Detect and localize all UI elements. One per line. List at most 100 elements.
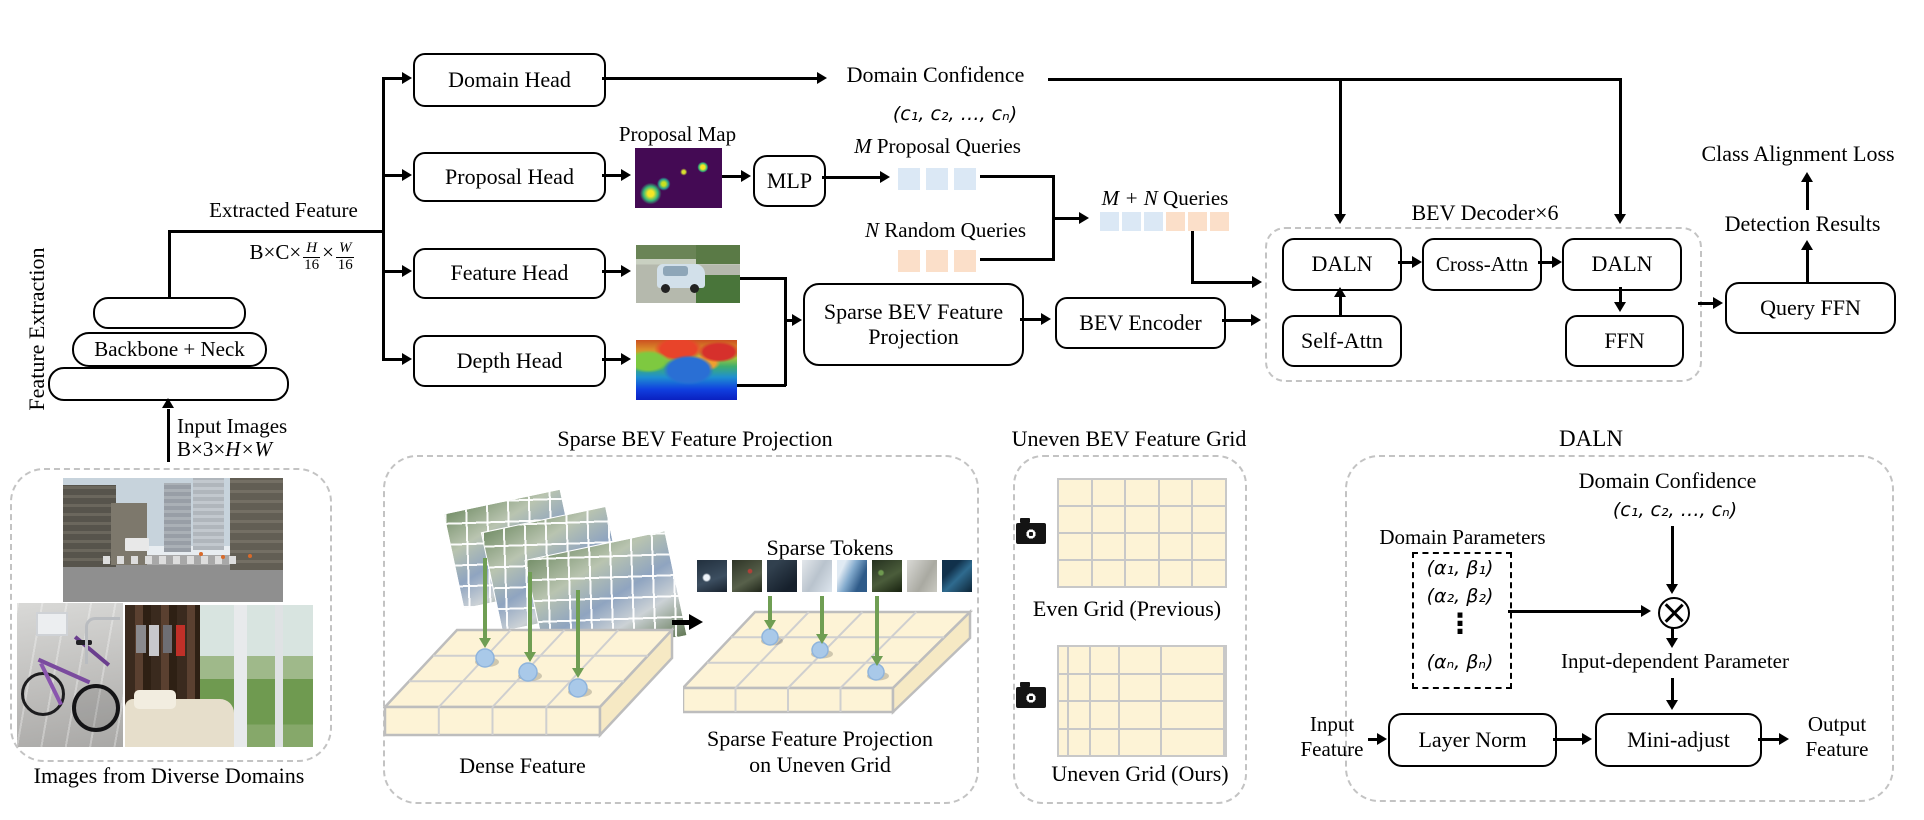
- mlp-box: MLP: [753, 155, 826, 207]
- grid-cell: [1059, 729, 1067, 755]
- layernorm-to-miniadjust-arrow: [1582, 733, 1592, 745]
- bev-encoder-label: BEV Encoder: [1079, 309, 1202, 335]
- mn-rest: Queries: [1157, 186, 1229, 210]
- depth-head-label: Depth Head: [456, 347, 563, 373]
- grid-cell: [1069, 647, 1089, 673]
- input-arrowhead: [162, 398, 174, 408]
- mini-adjust-box: Mini-adjust: [1595, 713, 1762, 767]
- interior-clothes: [175, 624, 186, 657]
- projection-arrow-line: [768, 596, 772, 620]
- grid-cell: [1120, 729, 1160, 755]
- input-to-layernorm-line: [1368, 738, 1378, 741]
- uneven-grid-slab: [683, 609, 974, 715]
- backbone-neck-label: Backbone + Neck: [94, 337, 245, 361]
- grid-cell: [1126, 507, 1158, 532]
- dense-feature-slab: [383, 626, 675, 739]
- bracket-out-line: [1052, 217, 1080, 220]
- img-to-sparse-arrow: [792, 314, 802, 326]
- grid-cell: [1059, 702, 1067, 728]
- depth-map-image: [636, 340, 737, 400]
- grid-cell: [1092, 534, 1125, 559]
- n-random-queries-label: N Random Queries: [828, 218, 1063, 242]
- daln-title: DALN: [1559, 426, 1623, 451]
- grid-cell: [1193, 480, 1225, 505]
- conf-drop-arrow-1: [1334, 214, 1346, 224]
- encoder-to-decoder-line: [1222, 319, 1252, 322]
- domain-param-2: (α₂, β₂): [1426, 585, 1494, 607]
- proposal-to-map-line: [602, 174, 622, 177]
- random-query-square: [954, 250, 976, 272]
- branch-line-depth: [382, 358, 403, 361]
- grid-cell: [1120, 674, 1160, 700]
- branch-arrow-proposal: [402, 169, 412, 181]
- sparse-bev-box-line1: Sparse BEV Feature: [823, 299, 1004, 325]
- otimes-out-line: [1671, 627, 1674, 638]
- decoder-out-line: [1698, 302, 1715, 305]
- depth-head-box: Depth Head: [413, 335, 606, 387]
- mn-queries-label: M + N Queries: [1080, 186, 1250, 210]
- backbone-bottom-layer: [48, 367, 289, 401]
- grid-cell: [1162, 729, 1223, 755]
- projection-arrow-line: [820, 596, 824, 634]
- ffn-label: FFN: [1604, 327, 1645, 353]
- grid-cell: [1091, 647, 1118, 673]
- frac1-den: 16: [304, 257, 320, 273]
- self-attn-label: Self-Attn: [1301, 327, 1383, 353]
- frac2-den: 16: [337, 257, 353, 273]
- grid-cell: [1069, 674, 1089, 700]
- daln1-box: DALN: [1282, 238, 1402, 291]
- extracted-feature-line-h: [168, 230, 384, 233]
- query-ffn-box: Query FFN: [1725, 282, 1896, 334]
- input-dependent-label: Input-dependent Parameter: [1561, 649, 1789, 673]
- img-to-sparse-line: [784, 319, 793, 322]
- grid-cell: [1091, 729, 1118, 755]
- cross-daln2-arrow: [1552, 256, 1562, 268]
- street-tower2: [192, 478, 224, 550]
- feature-image-hedge: [696, 245, 740, 264]
- grid-cell: [1092, 507, 1125, 532]
- results-loss-line: [1806, 182, 1809, 210]
- params-to-otimes-line: [1508, 610, 1642, 613]
- detection-results-label: Detection Results: [1724, 211, 1881, 236]
- class-alignment-loss-label: Class Alignment Loss: [1701, 141, 1895, 166]
- backbone-top-layer: [93, 297, 246, 329]
- street-building-right: [230, 478, 283, 570]
- projection-arrowhead: [479, 638, 491, 648]
- grid-cell: [1069, 702, 1089, 728]
- proposal-to-map-arrow: [621, 169, 631, 181]
- street-cone: [199, 552, 204, 557]
- times-sign: ×: [322, 240, 334, 264]
- transform-arrow-line: [672, 620, 689, 625]
- transform-arrowhead: [689, 614, 703, 630]
- sparse-bev-projection-box: Sparse BEV Feature Projection: [803, 283, 1024, 366]
- interior-mullion: [234, 605, 248, 747]
- daln2-box: DALN: [1562, 238, 1682, 291]
- grid-cell: [1193, 507, 1225, 532]
- sparse-token: [802, 560, 832, 592]
- input-images-dims: B×3×H×W: [177, 437, 272, 461]
- grid-cell: [1059, 480, 1091, 505]
- bicycle-seat: [76, 640, 93, 646]
- miniadjust-out-line: [1758, 738, 1780, 741]
- sparse-projection-title: Sparse BEV Feature Projection: [557, 426, 833, 451]
- grid-cell: [1069, 729, 1089, 755]
- diverse-domains-caption: Images from Diverse Domains: [33, 763, 305, 788]
- extracted-dims-prefix: B×C×: [249, 240, 302, 264]
- extracted-feature-line-v: [168, 231, 171, 298]
- sparse-token: [732, 560, 762, 592]
- daln-domain-confidence-formula: (c₁, c₂, …, cₙ): [1612, 499, 1738, 521]
- grid-cell: [1193, 534, 1225, 559]
- proposal-map-label: Proposal Map: [618, 122, 737, 146]
- daln1-cross-line: [1398, 261, 1413, 264]
- query-ffn-label: Query FFN: [1760, 294, 1861, 320]
- feature-head-label: Feature Head: [450, 260, 569, 286]
- mn-query-square: [1100, 212, 1119, 231]
- cross-attn-label: Cross-Attn: [1435, 251, 1529, 276]
- ffn-results-line: [1806, 250, 1809, 282]
- conf-to-otimes-line: [1671, 526, 1674, 584]
- output-feature-label: Output Feature: [1792, 712, 1882, 762]
- bracket-out-arrow: [1079, 212, 1089, 224]
- n-rest: Random Queries: [879, 218, 1026, 242]
- img-join-line-bottom: [737, 384, 786, 387]
